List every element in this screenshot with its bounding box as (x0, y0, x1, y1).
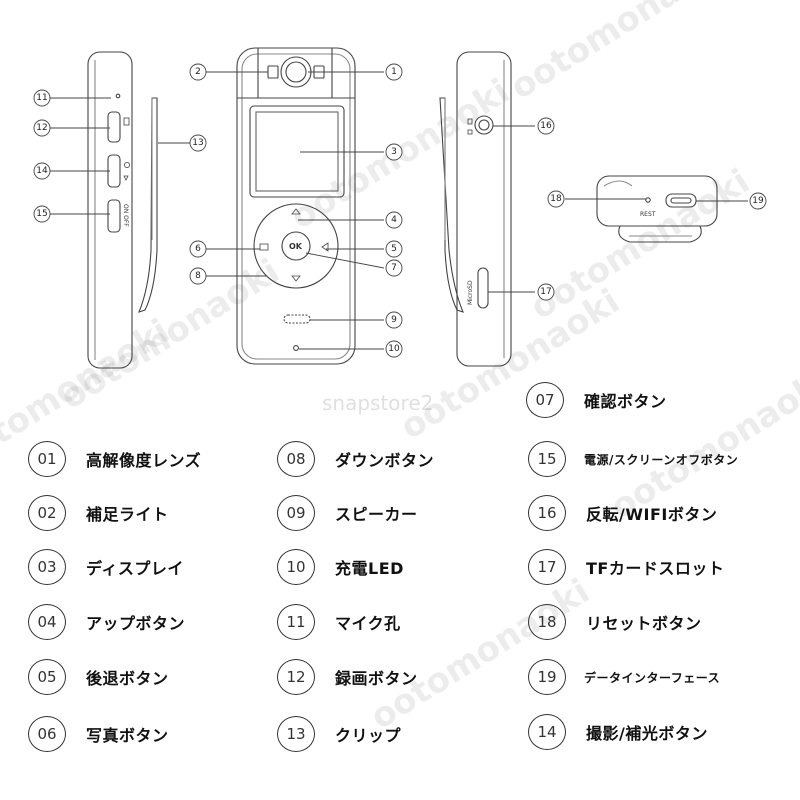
ok-label: OK (289, 242, 303, 251)
callout-13: 13 (192, 138, 203, 148)
callout-9: 9 (391, 315, 397, 325)
legend-number: 16 (528, 495, 566, 531)
legend-number: 18 (528, 604, 566, 640)
legend-label: データインターフェース (584, 670, 721, 685)
legend-number: 12 (277, 659, 315, 695)
legend-label: 電源/スクリーンオフボタン (584, 452, 739, 467)
legend-label: TFカードスロット (586, 559, 725, 578)
right-side-view (439, 51, 512, 367)
legend-label: クリップ (335, 726, 402, 745)
watermark-text: ootomonaoki (394, 281, 627, 447)
legend-item: 15 電源/スクリーンオフボタン (528, 441, 738, 477)
legend-item: 11 マイク孔 (277, 604, 401, 640)
legend-item: 10 充電LED (277, 549, 404, 585)
leader-lines (50, 71, 748, 350)
legend-item: 06 写真ボタン (28, 716, 169, 752)
legend-number: 10 (277, 549, 315, 585)
callout-5: 5 (391, 244, 397, 254)
legend-number: 06 (28, 716, 66, 752)
legend-label: 充電LED (335, 559, 404, 578)
callout-1: 1 (391, 67, 397, 77)
callout-19: 19 (752, 196, 764, 206)
legend-number: 05 (28, 659, 66, 695)
legend-item: 07 確認ボタン (526, 382, 667, 418)
callout-4: 4 (391, 215, 397, 225)
legend-item: 08 ダウンボタン (277, 441, 434, 477)
callout-17: 17 (540, 287, 551, 297)
legend-number: 01 (28, 441, 66, 477)
legend-label: ディスプレイ (86, 559, 184, 578)
callout-12: 12 (36, 123, 47, 133)
legend-item: 01 高解像度レンズ (28, 441, 201, 477)
callout-7: 7 (391, 263, 397, 273)
legend-number: 13 (277, 716, 315, 752)
legend-item: 09 スピーカー (277, 495, 418, 531)
legend-item: 14 撮影/補光ボタン (528, 714, 708, 750)
legend-number: 14 (528, 714, 566, 750)
callout-8: 8 (195, 271, 201, 281)
legend-label: 補足ライト (86, 505, 169, 524)
watermark-text: ootomonaoki (504, 0, 737, 108)
left-side-view (87, 51, 158, 369)
legend-number: 11 (277, 604, 315, 640)
legend-item: 05 後退ボタン (28, 659, 169, 695)
callout-16: 16 (540, 121, 552, 131)
legend-label: 反転/WIFIボタン (586, 505, 718, 524)
legend-item: 16 反転/WIFIボタン (528, 495, 717, 531)
legend-item: 04 アップボタン (28, 604, 185, 640)
callout-10: 10 (388, 344, 400, 354)
callout-2: 2 (195, 67, 201, 77)
legend-number: 09 (277, 495, 315, 531)
legend-label: 録画ボタン (335, 669, 418, 688)
store-watermark: snapstore2 (322, 391, 433, 415)
callout-numbers: 11 12 13 14 15 2 1 3 4 6 5 8 7 9 10 16 1… (36, 67, 764, 354)
legend-label: ダウンボタン (335, 451, 435, 470)
watermark-text: ootomonaoki (364, 571, 597, 737)
legend-item: 03 ディスプレイ (28, 549, 184, 585)
callout-11: 11 (36, 93, 47, 103)
legend-number: 15 (528, 441, 566, 477)
legend-number: 03 (28, 549, 66, 585)
legend-label: リセットボタン (586, 614, 702, 633)
legend-label: スピーカー (335, 505, 418, 524)
legend-item: 19 データインターフェース (528, 659, 720, 695)
watermark-text: ootomonaoki (524, 161, 757, 327)
legend-label: 後退ボタン (86, 669, 169, 688)
legend-item: 18 リセットボタン (528, 604, 702, 640)
rest-label: REST (640, 211, 656, 218)
legend-item: 12 録画ボタン (277, 659, 418, 695)
callout-14: 14 (36, 166, 48, 176)
legend-label: 高解像度レンズ (86, 451, 202, 470)
callout-3: 3 (391, 147, 397, 157)
legend-number: 04 (28, 604, 66, 640)
legend-label: マイク孔 (335, 614, 401, 633)
legend-label: 確認ボタン (584, 392, 667, 411)
callout-markers (33, 63, 767, 358)
bottom-view (596, 175, 718, 243)
legend-item: 02 補足ライト (28, 495, 169, 531)
legend-number: 02 (28, 495, 66, 531)
legend-number: 07 (526, 382, 564, 418)
legend-number: 08 (277, 441, 315, 477)
callout-15: 15 (36, 209, 47, 219)
callout-18: 18 (550, 194, 562, 204)
legend-item: 17 TFカードスロット (528, 549, 724, 585)
legend-number: 19 (528, 659, 566, 695)
legend-label: 写真ボタン (86, 726, 169, 745)
legend-number: 17 (528, 549, 566, 585)
legend-item: 13 クリップ (277, 716, 401, 752)
microsd-label: MicroSD (467, 280, 474, 305)
callout-6: 6 (195, 244, 201, 254)
on-off-label: ON OFF (122, 204, 129, 227)
legend-label: 撮影/補光ボタン (586, 724, 708, 743)
legend-label: アップボタン (86, 614, 186, 633)
